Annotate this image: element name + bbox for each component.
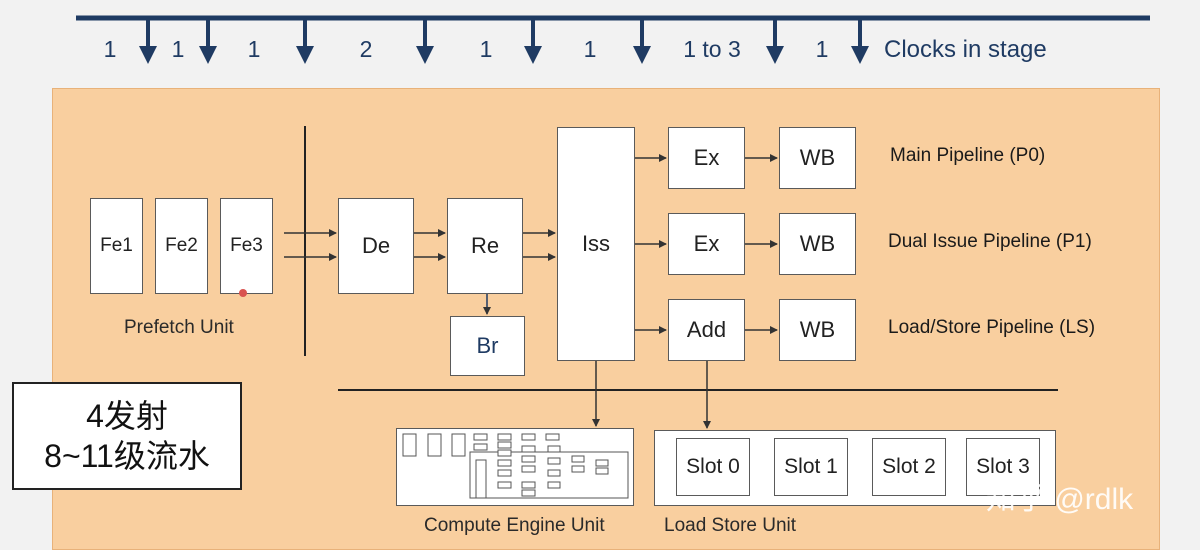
ls-writeback-stage: WB bbox=[779, 299, 856, 361]
callout-line-issue: 4发射 bbox=[86, 398, 168, 434]
p1-execute-stage: Ex bbox=[668, 213, 745, 275]
branch-stage: Br bbox=[450, 316, 525, 376]
dual-issue-pipeline-label: Dual Issue Pipeline (P1) bbox=[888, 231, 1092, 252]
clock-value: 1 bbox=[247, 36, 261, 62]
compute-engine-caption: Compute Engine Unit bbox=[424, 515, 605, 536]
fe2-stage: Fe2 bbox=[155, 198, 208, 294]
callout-line-stages: 8~11级流水 bbox=[44, 438, 210, 474]
dataflow-arrows bbox=[284, 154, 778, 429]
clock-value: 1 bbox=[171, 36, 185, 62]
p1-writeback-stage: WB bbox=[779, 213, 856, 275]
cursor-marker bbox=[239, 289, 247, 297]
fe1-stage: Fe1 bbox=[90, 198, 143, 294]
prefetch-unit-caption: Prefetch Unit bbox=[124, 317, 234, 338]
compute-engine-schematic bbox=[402, 433, 629, 499]
issue-stage: Iss bbox=[557, 127, 635, 361]
rename-stage: Re bbox=[447, 198, 523, 294]
p0-writeback-stage: WB bbox=[779, 127, 856, 189]
ls-add-stage: Add bbox=[668, 299, 745, 361]
slot-3: Slot 3 bbox=[966, 438, 1040, 496]
clock-value: 1 to 3 bbox=[683, 36, 741, 62]
clock-stage-boundaries bbox=[139, 18, 869, 64]
clocks-caption: Clocks in stage bbox=[884, 36, 1047, 63]
decode-stage: De bbox=[338, 198, 414, 294]
issue-width-callout: 4发射 8~11级流水 bbox=[12, 382, 242, 490]
p0-execute-stage: Ex bbox=[668, 127, 745, 189]
load-store-pipeline-label: Load/Store Pipeline (LS) bbox=[888, 317, 1096, 338]
clock-value: 1 bbox=[479, 36, 493, 62]
clock-value: 1 bbox=[103, 36, 117, 62]
clock-value: 1 bbox=[815, 36, 829, 62]
load-store-unit-caption: Load Store Unit bbox=[664, 515, 797, 536]
main-pipeline-label: Main Pipeline (P0) bbox=[890, 145, 1046, 166]
slot-0: Slot 0 bbox=[676, 438, 750, 496]
watermark: 知乎 @rdlk bbox=[986, 483, 1134, 516]
slot-2: Slot 2 bbox=[872, 438, 946, 496]
slot-1: Slot 1 bbox=[774, 438, 848, 496]
clock-value: 2 bbox=[359, 36, 373, 62]
clock-value: 1 bbox=[583, 36, 597, 62]
